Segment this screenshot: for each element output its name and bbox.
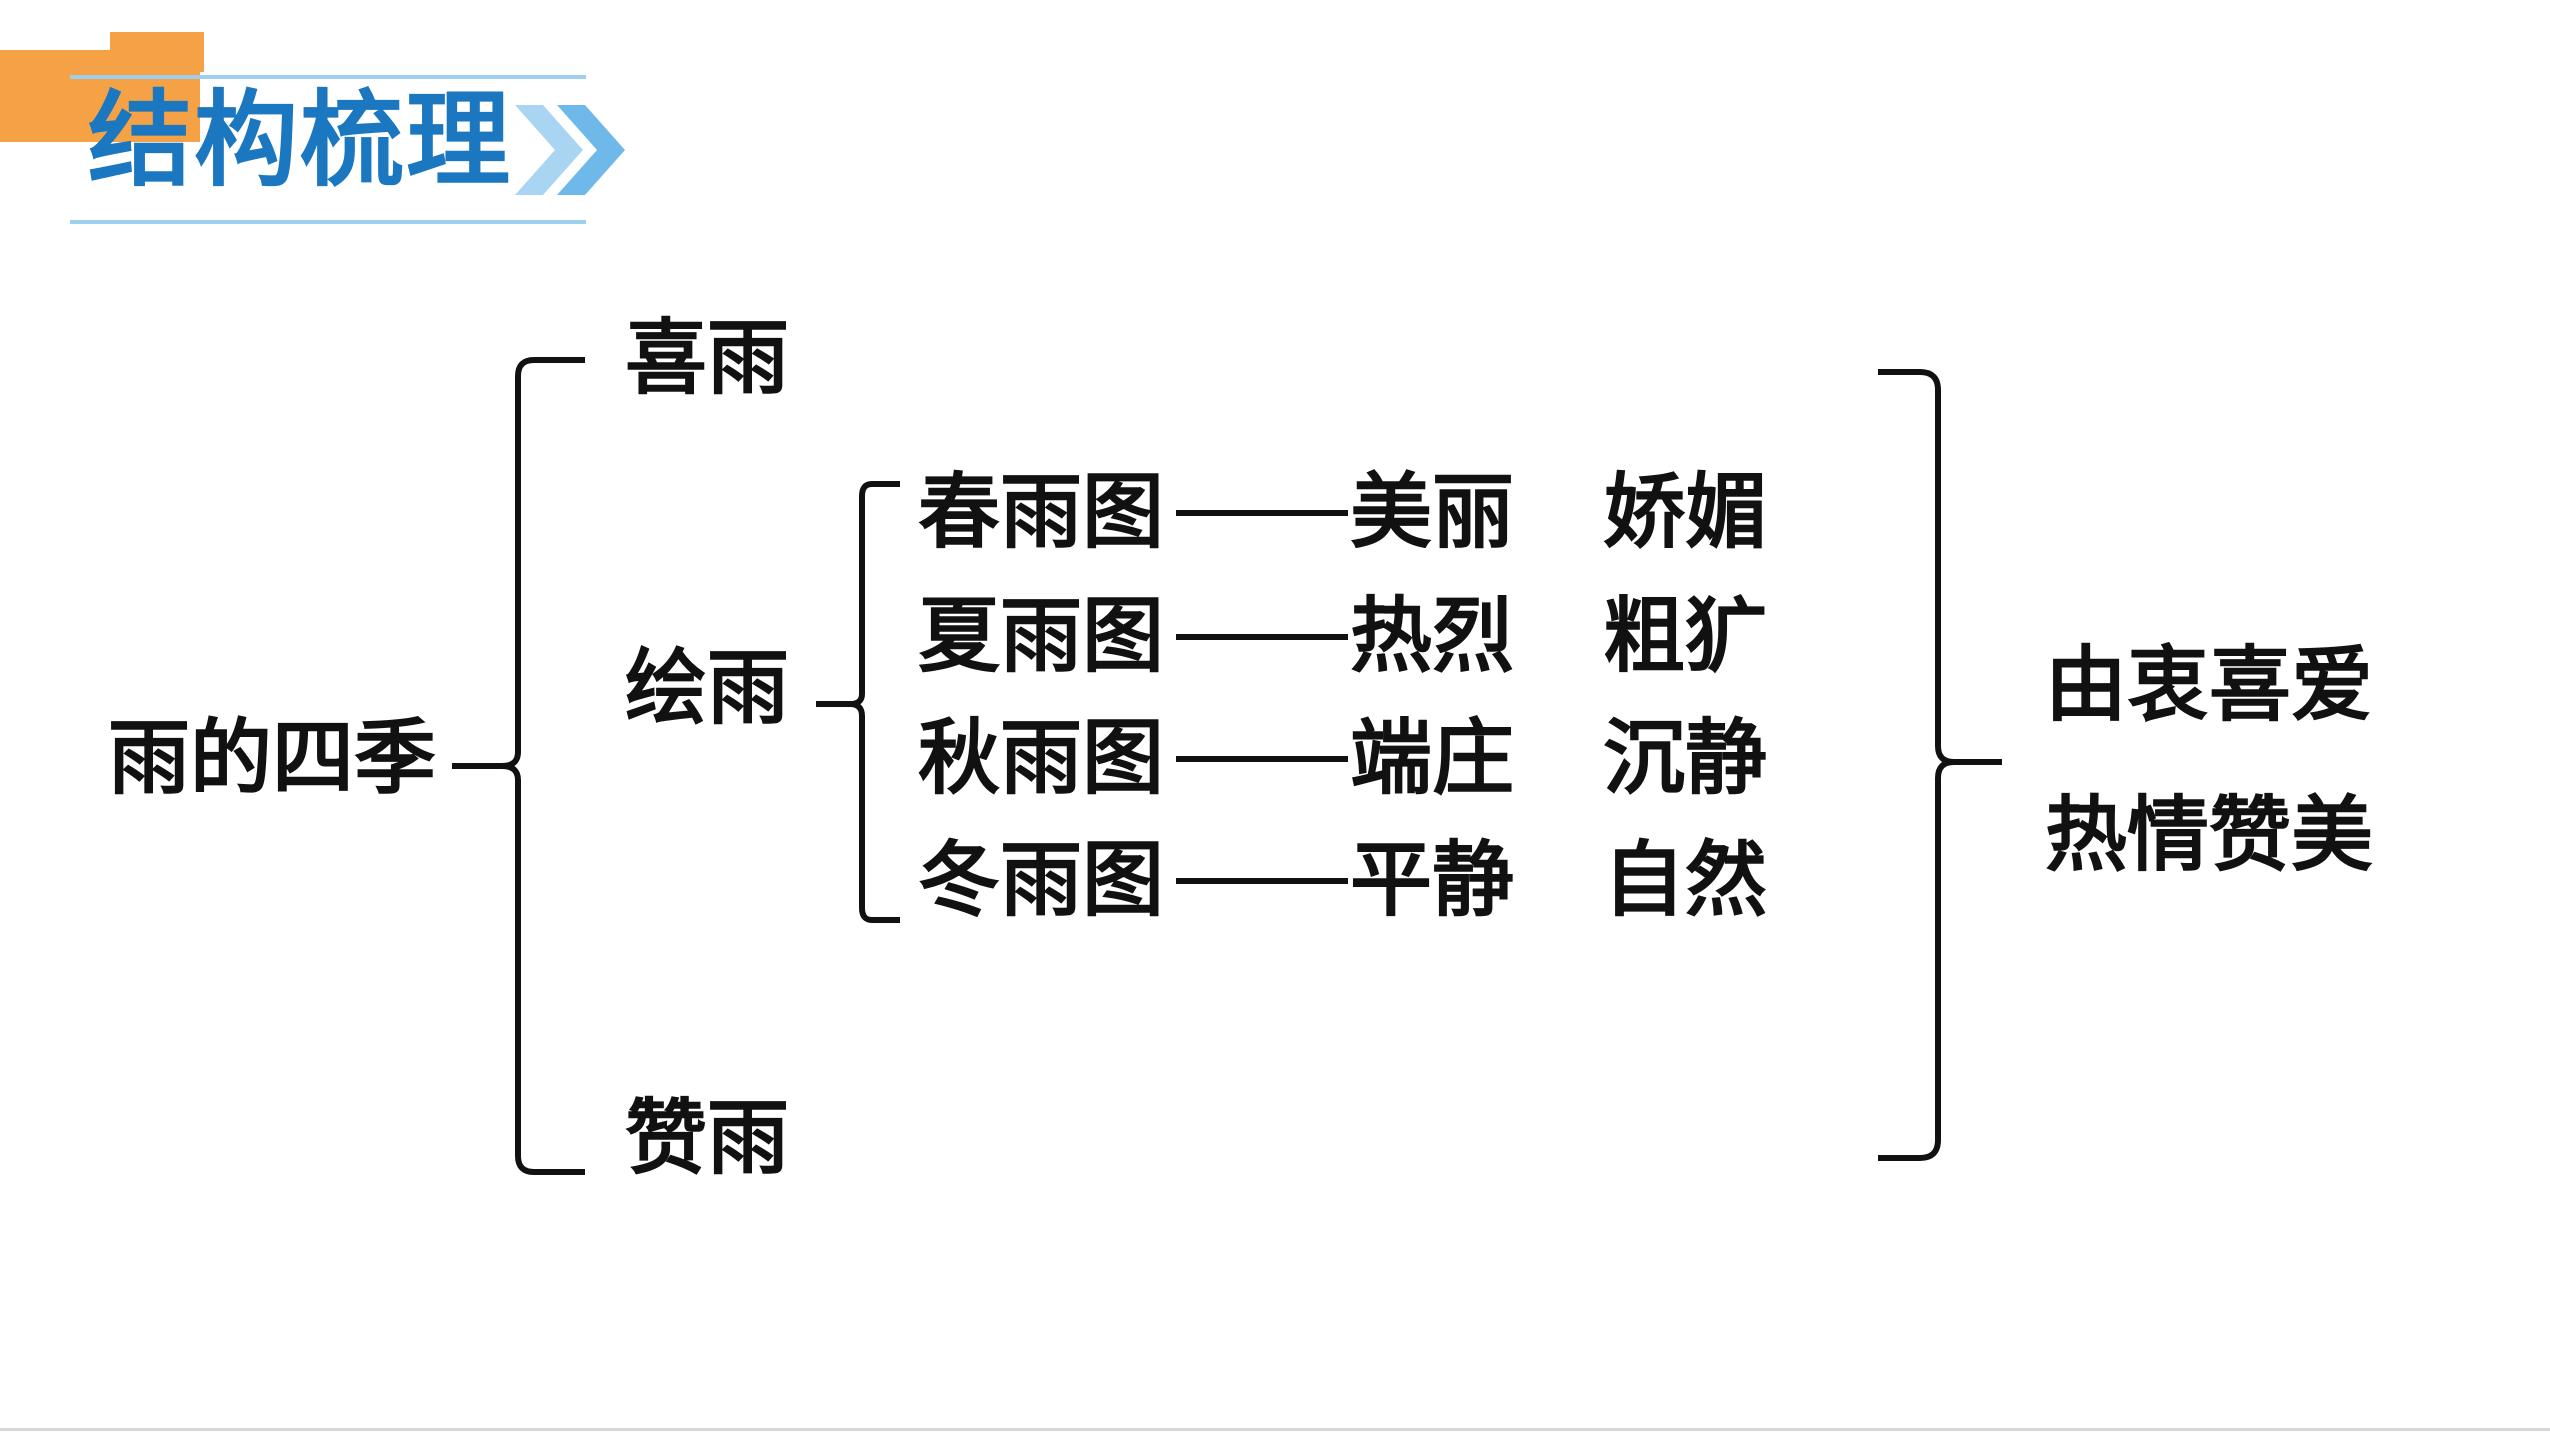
- scene-attr-1: 美丽: [1350, 465, 1515, 560]
- header-bottom-rule: [70, 220, 586, 224]
- double-chevron-right-icon: [515, 105, 625, 195]
- footer-divider: [0, 1428, 2550, 1431]
- header-orange-tab: [110, 32, 204, 72]
- scene-name: 冬雨图: [918, 833, 1165, 928]
- scene-name: 夏雨图: [918, 589, 1165, 684]
- left-brace-sub: [816, 481, 900, 923]
- summary-line-1: 由衷喜爱: [2045, 638, 2374, 733]
- page-title: 结构梳理: [88, 79, 513, 201]
- scene-name: 秋雨图: [918, 711, 1165, 806]
- scene-attr-1: 平静: [1350, 833, 1515, 928]
- node-zan-yu: 赞雨: [625, 1091, 790, 1186]
- diagram-root: 雨的四季: [108, 711, 437, 806]
- scene-name: 春雨图: [918, 465, 1165, 560]
- summary-line-2: 热情赞美: [2045, 788, 2374, 883]
- right-brace: [1878, 369, 2002, 1161]
- scene-dash: [1176, 756, 1348, 762]
- scene-attr-1: 热烈: [1350, 589, 1515, 684]
- node-hui-yu: 绘雨: [625, 641, 790, 736]
- scene-attr-2: 自然: [1603, 833, 1768, 928]
- scene-dash: [1176, 510, 1348, 516]
- node-xi-yu: 喜雨: [625, 311, 790, 406]
- scene-attr-2: 沉静: [1603, 711, 1768, 806]
- scene-attr-2: 娇媚: [1603, 465, 1768, 560]
- header-top-rule: [70, 75, 586, 79]
- scene-dash: [1176, 634, 1348, 640]
- left-brace-main: [452, 357, 585, 1175]
- scene-dash: [1176, 878, 1348, 884]
- scene-attr-2: 粗犷: [1603, 589, 1768, 684]
- scene-attr-1: 端庄: [1350, 711, 1515, 806]
